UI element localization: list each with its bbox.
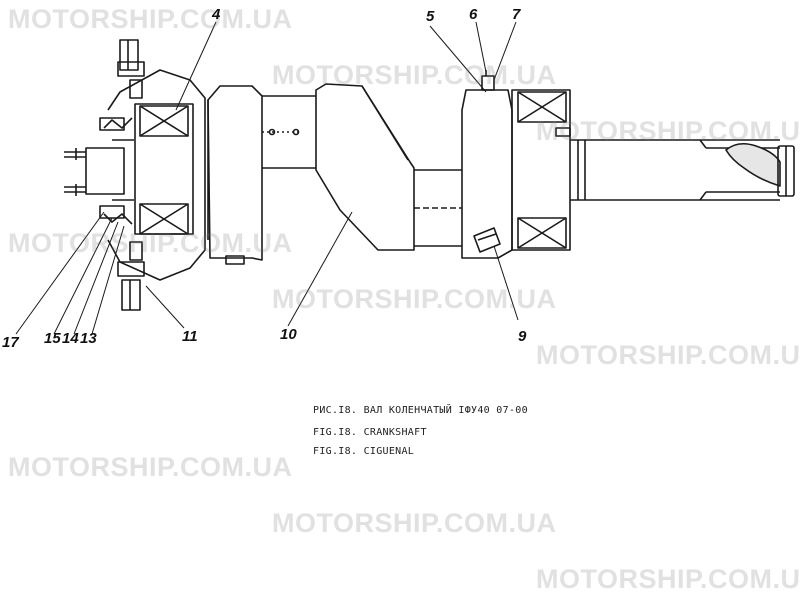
watermark: MOTORSHIP.COM.UA	[272, 508, 557, 538]
watermark: MOTORSHIP.COM.UA	[8, 4, 293, 34]
leader-lines	[15, 21, 519, 335]
caption-english: FIG.I8. CRANKSHAFT	[313, 427, 427, 438]
caption-french: FIG.I8. CIGUENAL	[313, 446, 415, 457]
output-shaft	[570, 139, 795, 201]
watermark: MOTORSHIP.COM.UA	[536, 564, 800, 594]
watermark: MOTORSHIP.COM.UA	[8, 228, 293, 258]
crank-web-10	[315, 83, 415, 251]
callout-5: 5	[426, 8, 435, 25]
watermark: MOTORSHIP.COM.UA	[8, 452, 293, 482]
crankpin	[414, 169, 462, 247]
watermark: MOTORSHIP.COM.UA	[536, 116, 800, 146]
watermark: MOTORSHIP.COM.UA	[536, 340, 800, 370]
left-shaft-end	[64, 147, 125, 196]
callout-4: 4	[212, 6, 221, 23]
flange-assembly	[99, 39, 206, 311]
left-main-bearing	[134, 103, 194, 235]
callout-17: 17	[2, 334, 19, 351]
watermark: MOTORSHIP.COM.UA	[272, 284, 557, 314]
caption-russian: РИС.I8. ВАЛ КОЛЕНЧАТЫЙ IФУ40 07-00	[313, 405, 528, 416]
journal-section	[262, 95, 316, 169]
callout-10: 10	[280, 326, 297, 343]
callout-6: 6	[469, 6, 478, 23]
callout-9: 9	[518, 328, 527, 345]
right-main-bearing	[511, 89, 571, 251]
callout-14: 14	[62, 330, 79, 347]
watermark: MOTORSHIP.COM.UA	[272, 60, 557, 90]
callout-11: 11	[182, 328, 198, 345]
left-crank-web	[207, 85, 263, 265]
callout-13: 13	[80, 330, 97, 347]
callout-7: 7	[512, 6, 521, 23]
right-crank-web	[461, 70, 513, 259]
callout-15: 15	[44, 330, 61, 347]
